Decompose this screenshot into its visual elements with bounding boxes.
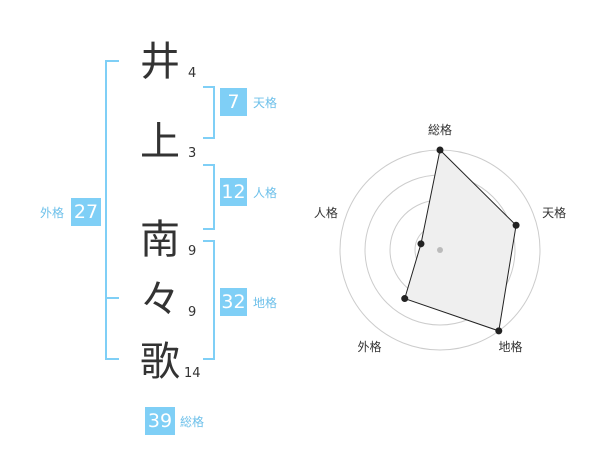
stroke-count-4: 9 [188, 305, 197, 320]
name-char-1: 井 [140, 39, 180, 85]
soukaku-badge: 39 [145, 407, 175, 435]
radar-point-4 [401, 295, 409, 303]
chikaku-badge: 32 [220, 288, 247, 316]
jinkaku-label: 人格 [253, 186, 278, 200]
chikaku-label: 地格 [253, 296, 278, 310]
jinkaku-bracket [203, 164, 215, 230]
name-char-3: 南 [140, 217, 180, 263]
radar-point-2 [512, 221, 520, 229]
soukaku-label: 総格 [180, 415, 205, 429]
gaikaku-bracket-divider [105, 297, 119, 299]
name-char-5: 歌 [140, 339, 180, 385]
radar-axis-label-5: 人格 [314, 205, 338, 220]
radar-axis-label-2: 天格 [542, 205, 566, 220]
chikaku-bracket [203, 240, 215, 360]
gaikaku-badge: 27 [71, 198, 101, 226]
stroke-count-2: 3 [188, 146, 197, 161]
radar-axis-label-1: 総格 [428, 122, 452, 137]
tenkaku-badge: 7 [220, 88, 247, 116]
jinkaku-badge: 12 [220, 178, 247, 206]
stroke-count-3: 9 [188, 244, 197, 259]
radar-axis-label-4: 外格 [357, 339, 381, 354]
tenkaku-label: 天格 [253, 96, 278, 110]
stroke-count-5: 14 [184, 366, 201, 381]
radar-area [404, 148, 517, 332]
radar-point-1 [436, 146, 444, 154]
name-char-4: 々 [140, 277, 180, 323]
radar-axis-label-3: 地格 [499, 339, 523, 354]
radar-point-5 [417, 240, 425, 248]
stroke-count-1: 4 [188, 66, 197, 81]
radar-center-dot [437, 247, 443, 253]
gaikaku-label: 外格 [40, 206, 65, 220]
tenkaku-bracket [203, 86, 215, 139]
gaikaku-bracket [105, 60, 119, 360]
radar-point-3 [495, 327, 503, 335]
name-char-2: 上 [140, 119, 180, 165]
